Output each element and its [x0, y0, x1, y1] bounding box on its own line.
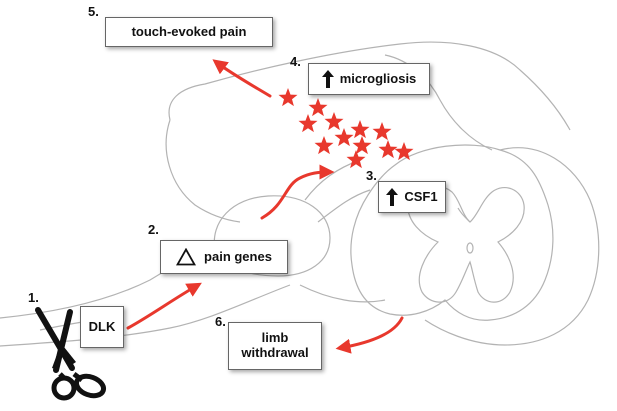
- arrow-to-withdrawal: [335, 316, 404, 354]
- star-icon: [394, 142, 414, 161]
- pain-genes-box: pain genes: [160, 240, 288, 274]
- scissors-icon: [35, 307, 107, 401]
- limb-withdrawal-box: limb withdrawal: [228, 322, 322, 370]
- step-number-3: 3.: [366, 168, 377, 183]
- dlk-box: DLK: [80, 306, 124, 348]
- step-number-4: 4.: [290, 54, 301, 69]
- star-icon: [278, 88, 298, 107]
- touch-evoked-pain-box: touch-evoked pain: [105, 17, 273, 47]
- microgliosis-label: microgliosis: [339, 70, 417, 86]
- limb-withdrawal-label-line2: withdrawal: [241, 345, 309, 360]
- star-icon: [346, 150, 366, 169]
- arrow-dlk-to-pain-genes: [126, 282, 202, 330]
- arrow-drg-to-cord: [260, 164, 335, 220]
- step-number-5: 5.: [88, 4, 99, 19]
- step-number-6: 6.: [215, 314, 226, 329]
- dorsal-root-ganglion: [213, 195, 331, 277]
- csf1-box: CSF1: [378, 181, 446, 213]
- limb-withdrawal-label-line1: limb: [261, 330, 289, 346]
- star-icon: [372, 122, 392, 141]
- step-number-1: 1.: [28, 290, 39, 305]
- step-number-2: 2.: [148, 222, 159, 237]
- star-icon: [308, 98, 328, 117]
- microglia-stars: [278, 88, 414, 169]
- pathway-arrows: [126, 59, 404, 354]
- star-icon: [314, 136, 334, 155]
- up-arrow-icon: [321, 70, 334, 88]
- microgliosis-box: microgliosis: [308, 63, 430, 95]
- arrow-microgliosis-to-pain: [212, 59, 272, 98]
- delta-triangle-icon: [176, 248, 197, 266]
- dlk-label: DLK: [88, 318, 116, 334]
- touch-evoked-pain-label: touch-evoked pain: [131, 23, 247, 39]
- star-icon: [350, 120, 370, 139]
- up-arrow-icon: [386, 188, 399, 206]
- star-icon: [324, 112, 344, 131]
- star-icon: [298, 114, 318, 133]
- spinal-cord-outline: [165, 41, 600, 346]
- star-icon: [352, 136, 372, 155]
- pain-genes-label: pain genes: [204, 248, 272, 264]
- star-icon: [378, 140, 398, 159]
- dorsal-root: [304, 159, 371, 223]
- csf1-label: CSF1: [404, 188, 438, 204]
- star-icon: [334, 128, 354, 147]
